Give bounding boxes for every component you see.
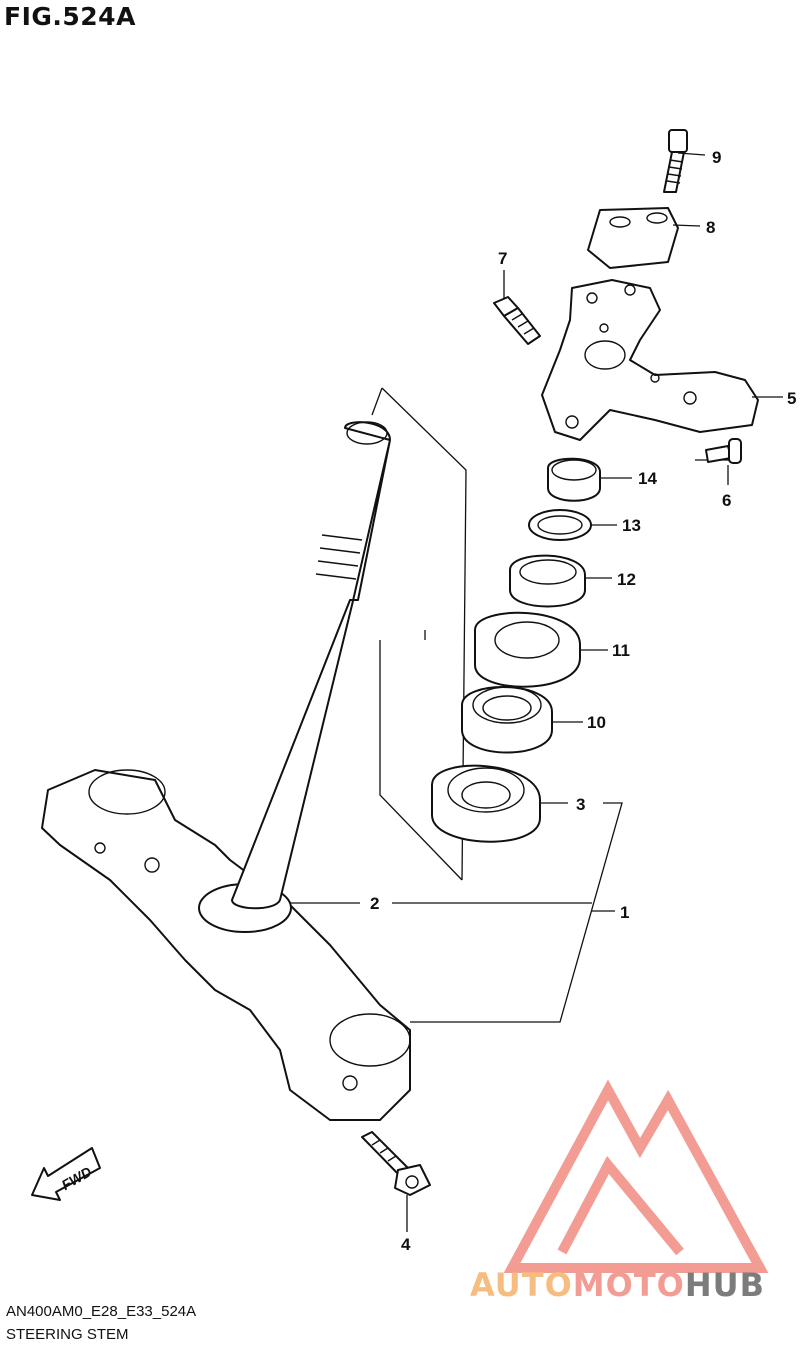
callout-4: 4 xyxy=(401,1235,411,1254)
watermark-text-moto: MOTO xyxy=(573,1266,685,1304)
part-11-seal xyxy=(474,611,581,688)
part-3-bearing xyxy=(431,764,541,843)
watermark-logo-inner-icon xyxy=(557,1156,684,1256)
guide-right xyxy=(381,387,467,881)
leader-9 xyxy=(677,152,706,156)
leader-lines xyxy=(290,152,783,1232)
callout-13: 13 xyxy=(622,516,641,535)
part-9-bolt xyxy=(663,129,688,193)
part-4-bolt xyxy=(361,1131,431,1196)
guide-upper xyxy=(371,387,383,416)
part-1-steering-stem xyxy=(41,421,411,1121)
guide-left xyxy=(379,640,463,881)
callout-2: 2 xyxy=(370,894,379,913)
callout-8: 8 xyxy=(706,218,715,237)
part-8-clamp xyxy=(587,207,679,269)
automotohub-watermark: AUTOMOTOHUB xyxy=(470,1079,769,1304)
callout-7: 7 xyxy=(498,249,507,268)
fwd-direction-badge: FWD xyxy=(31,1147,101,1201)
part-10-bearing xyxy=(461,686,553,754)
watermark-text-hub: HUB xyxy=(685,1266,765,1304)
callout-10: 10 xyxy=(587,713,606,732)
callout-14: 14 xyxy=(638,469,657,488)
part-5-upper-bracket xyxy=(541,279,759,441)
callout-12: 12 xyxy=(617,570,636,589)
callout-11: 11 xyxy=(612,641,630,660)
callout-6: 6 xyxy=(722,491,731,510)
leader-1-outline xyxy=(410,802,623,1023)
figure-title: FIG.524A xyxy=(4,2,136,31)
watermark-text: AUTOMOTOHUB xyxy=(470,1266,765,1304)
fwd-arrow-icon xyxy=(31,1147,101,1201)
callout-1: 1 xyxy=(620,903,629,922)
part-7-bolt xyxy=(493,296,541,345)
callout-5: 5 xyxy=(787,389,796,408)
part-12-nut xyxy=(509,554,586,608)
diagram-name: STEERING STEM xyxy=(6,1326,129,1343)
leader-8 xyxy=(672,224,701,227)
part-13-washer xyxy=(528,509,592,541)
callout-9: 9 xyxy=(712,148,721,167)
callout-3: 3 xyxy=(576,795,585,814)
diagram-code: AN400AM0_E28_E33_524A xyxy=(6,1303,197,1320)
watermark-text-auto: AUTO xyxy=(470,1266,573,1304)
part-6-bolt xyxy=(705,438,742,464)
watermark-logo-icon xyxy=(503,1079,769,1273)
part-14-nut xyxy=(547,457,601,502)
callout-labels: 9 8 7 5 6 14 13 12 11 10 3 2 1 4 xyxy=(370,148,796,1254)
